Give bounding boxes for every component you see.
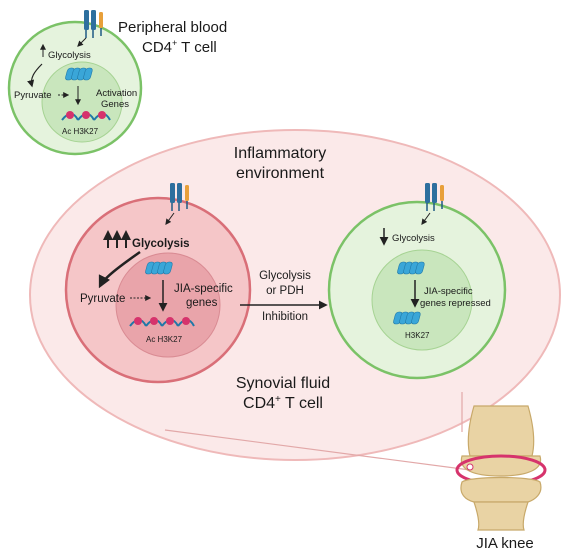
peripheral-histone-mark: Ac H3K27 xyxy=(62,127,99,136)
jia-nucleus xyxy=(115,252,221,358)
peripheral-glycolysis-label: Glycolysis xyxy=(48,50,91,61)
tibia-head xyxy=(460,476,542,503)
inhibited-nucleus xyxy=(371,249,473,351)
inhibition-line3: Inhibition xyxy=(262,311,308,323)
peripheral-title-line1: Peripheral blood xyxy=(118,19,227,36)
inhibition-line2: or PDH xyxy=(266,285,304,297)
jia-dna-coil xyxy=(144,261,174,275)
peripheral-pyruvate-label: Pyruvate xyxy=(14,90,52,101)
inhibited-genes-line1: JIA-specific xyxy=(424,286,473,297)
jia-genes-line1: JIA-specific xyxy=(174,283,233,295)
inhibited-glycolysis-label: Glycolysis xyxy=(392,233,435,244)
jia-histone-mark: Ac H3K27 xyxy=(146,335,183,344)
knee-joint-icon xyxy=(455,405,547,531)
synovial-title-line2: CD4+ T cell xyxy=(243,394,323,412)
knee-label: JIA knee xyxy=(476,535,534,552)
inhibited-compact-dna xyxy=(392,311,422,325)
inhibited-histone-mark: H3K27 xyxy=(405,331,430,340)
jia-glycolysis-label: Glycolysis xyxy=(132,238,190,250)
jia-genes-line2: genes xyxy=(186,297,218,309)
knee-connector-line-2 xyxy=(164,429,471,471)
inhibited-t-cell: Glycolysis JIA-specific genes repressed … xyxy=(327,182,507,380)
jia-t-cell: Glycolysis Pyruvate JIA-specific genes A… xyxy=(64,182,252,384)
tibia-shaft xyxy=(473,501,529,531)
inhibition-line1: Glycolysis xyxy=(259,270,311,282)
peripheral-dna-coil xyxy=(64,67,94,81)
peripheral-title-line2: CD4+ T cell xyxy=(142,38,217,56)
peripheral-genes-line1: Activation xyxy=(96,88,137,99)
peripheral-t-cell: Glycolysis Pyruvate Activation Genes Ac … xyxy=(7,9,143,156)
environment-title-line2: environment xyxy=(236,165,325,182)
peripheral-genes-line2: Genes xyxy=(101,99,129,110)
jia-pyruvate-label: Pyruvate xyxy=(80,293,125,305)
inhibited-genes-line2: genes repressed xyxy=(420,298,491,309)
peripheral-nucleus xyxy=(41,61,123,143)
inhibited-dna-coil xyxy=(396,261,426,275)
femur-bone xyxy=(467,405,535,457)
environment-title-line1: Inflammatory xyxy=(234,145,326,162)
synovial-title-line1: Synovial fluid xyxy=(236,375,330,392)
